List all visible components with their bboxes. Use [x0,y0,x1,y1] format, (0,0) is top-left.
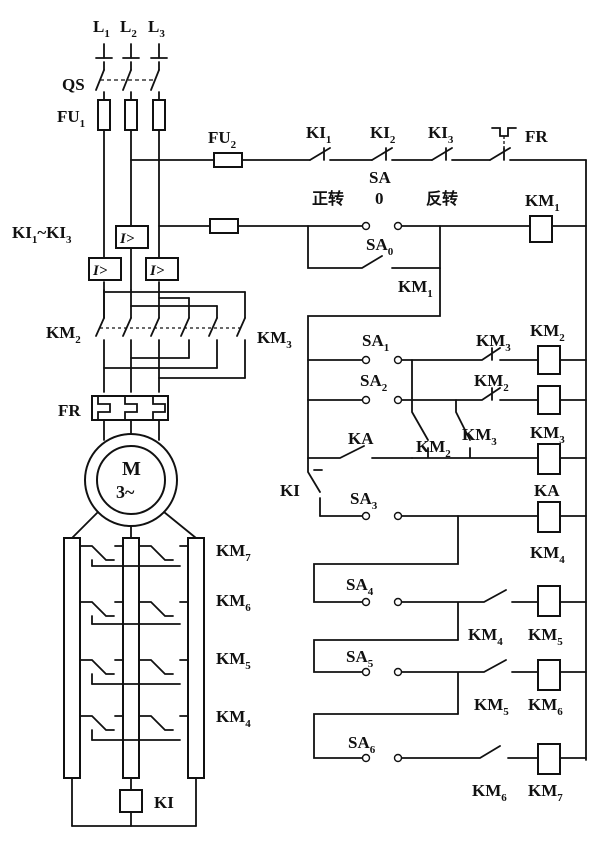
label-QS: QS [62,75,85,94]
label-KM3-power: KM3 [257,328,292,351]
label-KI1-KI3: KI1~KI3 [12,223,72,246]
label-KM5-no: KM5 [474,695,509,718]
label-KM2-no: KM2 [416,437,451,460]
motor-label-M: M [122,458,141,480]
relay-symbol-ki2: I> [119,231,135,247]
label-KM4-coil: KM4 [530,543,565,566]
label-SA6: SA6 [348,733,376,756]
km6-coil [537,659,561,691]
label-KM2-power: KM2 [46,323,81,346]
overcurrent-relay-coils: I> I> I> [88,225,179,281]
rotor-resistor-banks [63,537,205,779]
label-L3: L3 [148,17,165,40]
resistor-shorting-contacts [79,545,189,741]
label-SA0: SA0 [366,235,394,258]
km4-ka-coil [537,501,561,533]
label-SA2: SA2 [360,371,388,394]
label-KI-contact: KI [280,481,300,500]
motor-m: M 3~ [84,433,178,527]
label-KA-contact: KA [348,429,374,448]
km7-coil [537,743,561,775]
label-FR-contact: FR [525,127,548,146]
fu1-fuses [97,99,166,131]
label-SA4: SA4 [346,575,374,598]
label-FR-power: FR [58,401,81,420]
label-KM3-nc: KM3 [476,331,511,354]
reversing-contactors [95,289,246,393]
label-KI3-contact: KI3 [428,123,454,146]
label-SA1: SA1 [362,331,389,354]
label-KA-coil: KA [534,481,560,500]
ka-coil [537,443,561,475]
label-SA3: SA3 [350,489,378,512]
label-KM5-coil: KM5 [528,625,563,648]
qs-isolator-switch [95,61,160,101]
relay-symbol-ki3: I> [149,263,165,279]
km3-coil-upper [537,385,561,415]
label-KM5-rotor: KM5 [216,649,251,672]
label-SA5: SA5 [346,647,374,670]
label-KM2-coil: KM2 [530,321,565,344]
fu2-fuse-2 [209,218,239,234]
label-KI2-contact: KI2 [370,123,396,146]
label-reverse: 反转 [426,189,458,208]
label-KI1-contact: KI1 [306,123,331,146]
label-zero: 0 [375,189,384,208]
label-FU1: FU1 [57,107,85,130]
label-forward: 正转 [312,189,344,208]
control-circuit: FU2 KI1 KI2 KI3 FR SA 正转 0 反转 SA0 K [130,123,587,804]
label-KM1-coil: KM1 [525,191,560,214]
label-KM7-rotor: KM7 [216,541,251,564]
label-KM4-no: KM4 [468,625,503,648]
label-KM6-no: KM6 [472,781,507,804]
label-KM7-coil: KM7 [528,781,563,804]
relay-symbol-ki1: I> [92,263,108,279]
top-rail-contacts [241,127,587,761]
label-KM2-nc: KM2 [474,371,509,394]
label-KI-coil: KI [154,793,174,812]
label-KM1-contact: KM1 [398,277,433,300]
label-SA: SA [369,168,391,187]
km2-coil [537,345,561,375]
label-KM6-rotor: KM6 [216,591,251,614]
power-circuit: L1 L2 L3 QS FU1 [12,17,292,827]
label-KM6-coil: KM6 [528,695,563,718]
fu2-fuse [213,152,243,168]
label-KM4-rotor: KM4 [216,707,251,730]
label-KM3-coil: KM3 [530,423,565,446]
km1-coil [529,215,553,243]
label-KM3-no: KM3 [462,425,497,448]
supply-terminals [95,43,168,59]
label-L1: L1 [93,17,110,40]
label-L2: L2 [120,17,137,40]
rotor-leads [71,511,197,539]
thermal-relay-elements [91,395,169,441]
phase-conductors [103,129,160,319]
motor-label-phases: 3~ [116,482,135,502]
km5-coil [537,585,561,617]
ki-current-relay-coil [71,777,197,827]
label-FU2: FU2 [208,128,237,151]
